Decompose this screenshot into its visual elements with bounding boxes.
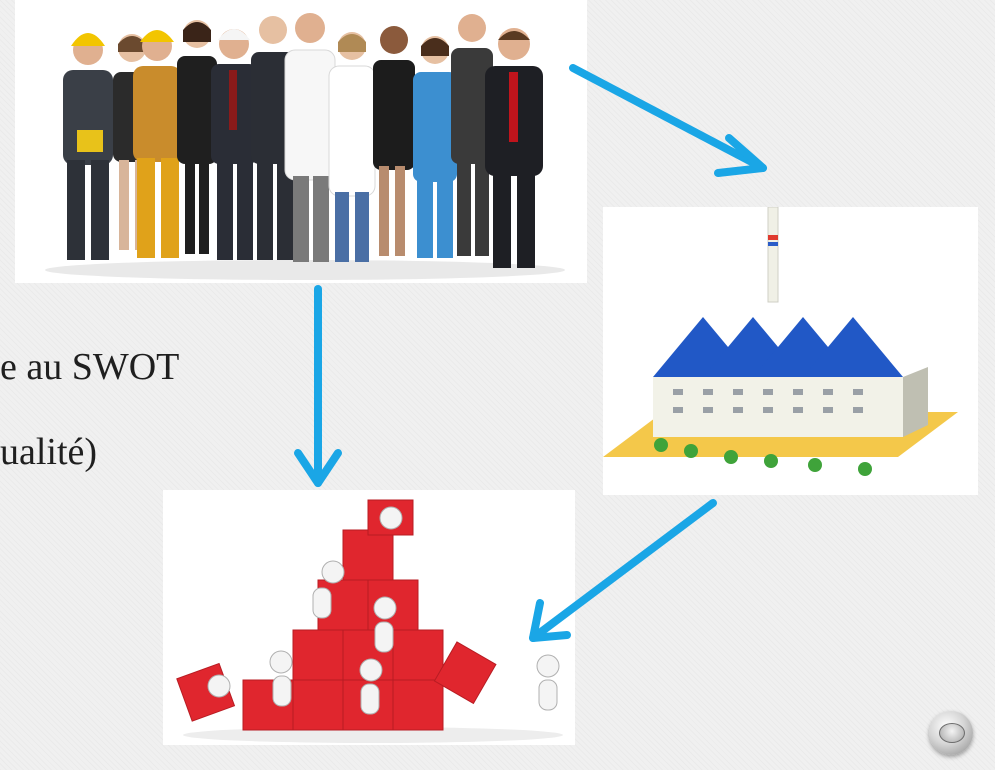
person-doctor-man: [284, 13, 336, 262]
person-worker-yellow: [133, 30, 181, 258]
person-doctor-woman: [328, 32, 376, 262]
people-illustration: [45, 13, 565, 280]
person-man-grey: [451, 14, 493, 256]
person-businessman: [251, 16, 295, 260]
slide-navigation-button[interactable]: [929, 711, 973, 755]
person-man-red-tie: [485, 28, 543, 268]
puzzle-teamwork-image: [163, 490, 575, 745]
slide-navigation-icon: [939, 723, 965, 743]
slide-text-line-1: e au SWOT: [0, 346, 180, 388]
factory-image: [603, 207, 978, 495]
slide-text-line-2: ualité): [0, 431, 98, 473]
person-nurse: [413, 36, 457, 258]
person-construction-worker: [63, 33, 113, 260]
arrow-people-to-factory: [569, 64, 767, 177]
factory-illustration: [603, 207, 958, 476]
person-woman-dark-suit: [373, 26, 415, 256]
person-businesswoman: [177, 20, 217, 254]
puzzle-illustration: [176, 499, 563, 743]
arrow-people-to-puzzle: [294, 285, 342, 487]
people-image: [15, 0, 587, 283]
person-engineer: [211, 29, 257, 260]
